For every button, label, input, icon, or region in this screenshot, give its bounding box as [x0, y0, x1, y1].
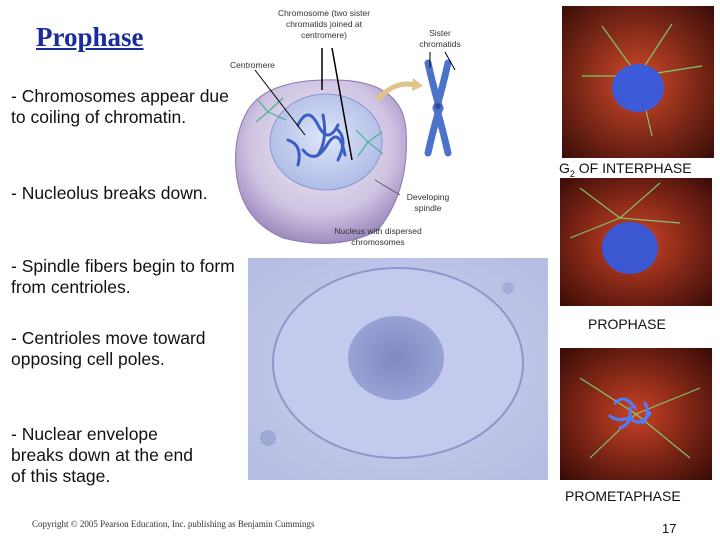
slide-title: Prophase — [36, 22, 144, 52]
micrograph-prometaphase — [560, 348, 712, 480]
spindle-right — [355, 129, 384, 157]
bullet-nuclear-envelope: - Nuclear envelope breaks down at the en… — [11, 424, 193, 486]
cell-diagram — [235, 79, 407, 244]
light-micrograph — [248, 258, 548, 480]
label-nucleus: Nucleus with dispersed chromosomes — [334, 226, 422, 247]
bullet-chromosomes: - Chromosomes appear due to coiling of c… — [11, 86, 229, 127]
label-centromere: Centromere — [230, 60, 275, 70]
label-chromosome: Chromosome (two sister chromatids joined… — [277, 8, 371, 40]
label-sister-chromatids: Sister chromatids — [419, 28, 461, 49]
micrograph-prophase — [560, 178, 712, 306]
spindle-left — [255, 97, 287, 123]
bullet-centrioles: - Centrioles move toward opposing cell p… — [11, 328, 206, 369]
chromosome-squiggles — [286, 113, 347, 167]
bullet-nucleolus: - Nucleolus breaks down. — [11, 183, 208, 203]
label-prophase: PROPHASE — [588, 316, 666, 332]
copyright-text: Copyright © 2005 Pearson Education, Inc.… — [32, 519, 315, 529]
micrograph-g2-interphase — [562, 6, 714, 158]
chromosome-x-diagram — [424, 59, 452, 157]
label-developing-spindle: Developing spindle — [406, 192, 450, 213]
label-g2-interphase: G2 OF INTERPHASE — [559, 160, 692, 179]
label-prometaphase: PROMETAPHASE — [565, 488, 681, 504]
curved-arrow — [375, 78, 423, 102]
page-number: 17 — [662, 521, 677, 536]
bullet-spindle: - Spindle fibers begin to form from cent… — [11, 256, 235, 297]
